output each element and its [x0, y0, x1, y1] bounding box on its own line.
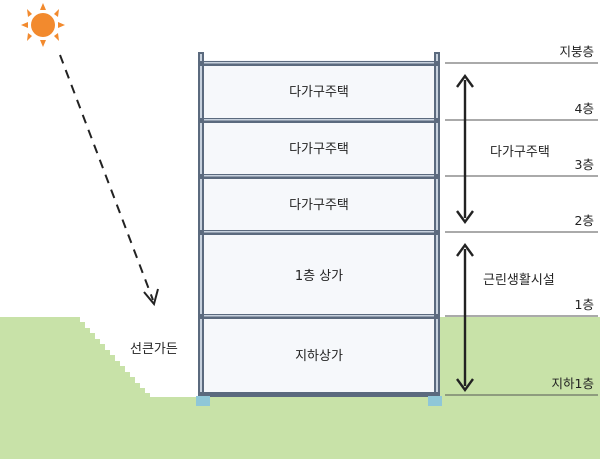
room-label-4f: 다가구주택 — [289, 85, 349, 100]
room-label-3f: 다가구주택 — [289, 142, 349, 157]
zone-label-commercial: 근린생활시설 — [483, 273, 555, 288]
room-label-2f: 다가구주택 — [289, 198, 349, 213]
footing-left — [196, 396, 210, 406]
floor-lines — [445, 62, 598, 396]
zone-label-residential: 다가구주택 — [490, 145, 550, 160]
slab-b1 — [198, 392, 440, 397]
garden-label: 선큰가든 — [130, 342, 178, 357]
floor-label-3f: 3층 — [575, 157, 594, 172]
building — [196, 52, 442, 406]
building-body — [200, 60, 438, 396]
zone-arrow-commercial — [456, 242, 474, 393]
floor-label-rooftop: 지붕층 — [559, 44, 594, 59]
zone-arrow-residential — [456, 73, 474, 225]
ground — [0, 317, 600, 459]
footing-right — [428, 396, 442, 406]
sun-icon — [21, 3, 65, 47]
room-label-1f: 1층 상가 — [295, 269, 343, 284]
floor-label-1f: 1층 — [575, 297, 594, 312]
sunlight-ray — [59, 54, 154, 301]
room-label-b1: 지하상가 — [295, 349, 343, 364]
floor-label-4f: 4층 — [575, 101, 594, 116]
floor-label-2f: 2층 — [575, 213, 594, 228]
floor-label-b1: 지하1층 — [552, 376, 594, 391]
sunlight-arrowhead — [143, 288, 159, 307]
